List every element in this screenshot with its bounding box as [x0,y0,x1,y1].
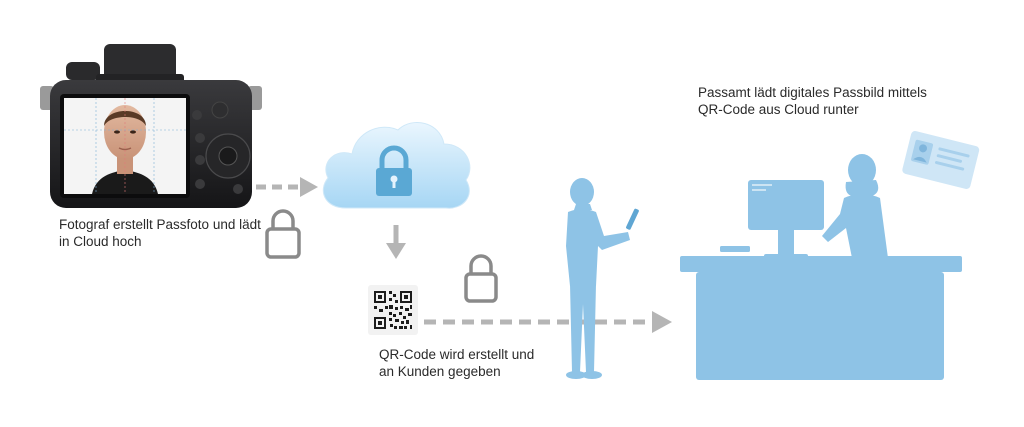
qr-code-icon [368,285,418,335]
office-caption: Passamt lädt digitales Passbild mittels … [698,84,998,118]
padlock-icon [264,207,302,259]
qr-caption-line-1: QR-Code wird erstellt und [379,347,535,362]
photographer-caption-line-1: Fotograf erstellt Passfoto und lädt [59,217,261,232]
clerk-at-desk-icon [676,150,966,382]
office-caption-line-1: Passamt lädt digitales Passbild mittels [698,85,927,100]
photographer-caption-line-2: in Cloud hoch [59,234,142,249]
arrow-cloud-to-qr [385,225,407,261]
camera-icon [40,44,262,210]
office-caption-line-2: QR-Code aus Cloud runter [698,102,859,117]
arrow-qr-to-office [424,310,674,334]
padlock-icon-2 [463,253,499,303]
photographer-caption: Fotograf erstellt Passfoto und lädt in C… [59,216,269,250]
person-with-phone-icon [548,176,644,382]
qr-caption: QR-Code wird erstellt und an Kunden gege… [379,346,579,380]
id-card-icon [898,126,984,192]
arrow-camera-to-cloud [256,176,320,198]
cloud-lock-icon [316,112,476,214]
qr-caption-line-2: an Kunden gegeben [379,364,501,379]
